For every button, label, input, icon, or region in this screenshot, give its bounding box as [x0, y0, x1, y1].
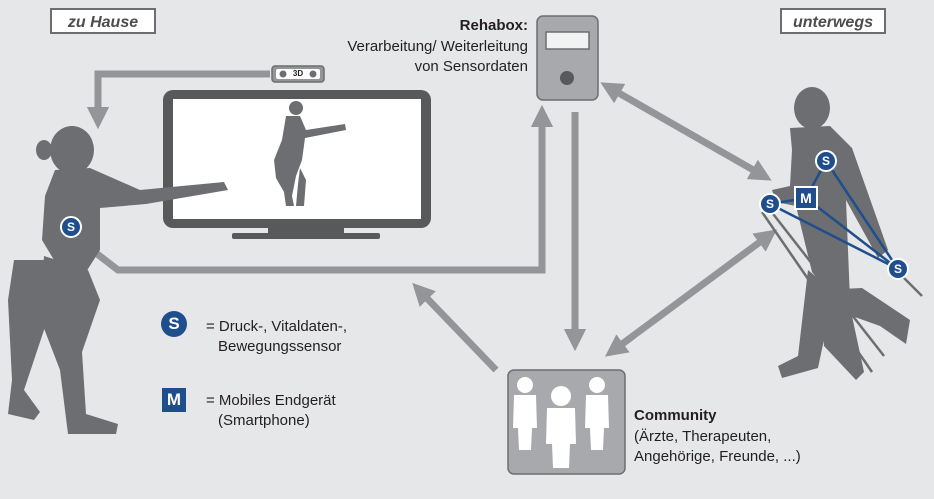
rehabox-device	[536, 15, 599, 101]
community-line2: Angehörige, Freunde, ...)	[634, 448, 801, 465]
camera-to-person-arrow	[86, 70, 270, 130]
rehabox-title: Rehabox:	[459, 17, 528, 34]
home-label: zu Hause	[50, 8, 156, 34]
legend-sensor-line2: Bewegungssensor	[218, 338, 342, 355]
mobile-patient-figure-icon	[772, 87, 910, 380]
3d-camera-icon	[271, 65, 325, 83]
legend-sensor-icon: S	[161, 311, 187, 337]
sensor-badge-walker-hand: S	[759, 193, 781, 215]
legend-sensor-line1: = Druck-, Vitaldaten-,	[206, 318, 348, 335]
community-line1: (Ärzte, Therapeuten,	[634, 428, 772, 445]
rehabox-desc-line1: Verarbeitung/ Weiterleitung	[347, 38, 528, 55]
home-patient-figure-icon	[8, 126, 228, 434]
community-mobile-arrow	[604, 229, 778, 357]
sensor-badge-woman: S	[60, 216, 82, 238]
sensor-badge-walker-chest: S	[815, 150, 837, 172]
rehabox-mobile-arrow	[600, 82, 772, 181]
legend-smartphone-line1: = Mobiles Endgerät	[206, 392, 336, 409]
screen-exercise-figure-icon	[274, 101, 346, 206]
person-to-rehabox-arrow	[89, 104, 554, 274]
smartphone-badge-walker: M	[794, 186, 818, 210]
mobile-label: unterwegs	[780, 8, 886, 34]
legend-smartphone-line2: (Smartphone)	[218, 412, 310, 429]
camera-3d-label: 3D	[292, 69, 304, 78]
legend-smartphone-icon: M	[162, 388, 186, 412]
community-title: Community	[634, 407, 717, 424]
data-flow-arrows	[86, 70, 778, 373]
community-to-home-arrow	[412, 282, 499, 373]
community-box	[507, 369, 626, 475]
sensor-badge-walker-pole: S	[887, 258, 909, 280]
rehabox-desc-line2: von Sensordaten	[414, 58, 528, 75]
